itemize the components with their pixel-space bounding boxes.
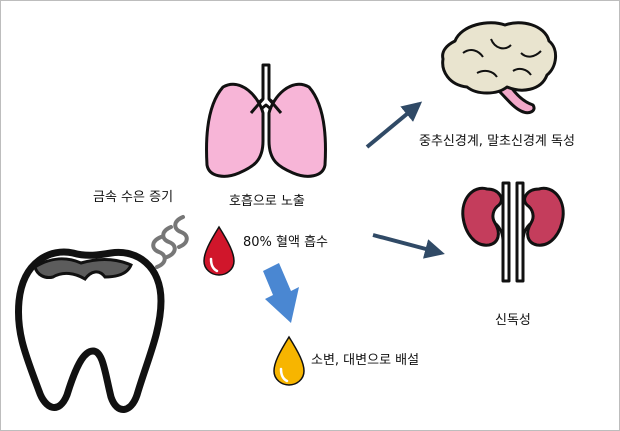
neurotoxicity-label: 중추신경계, 말초신경계 독성 bbox=[419, 134, 575, 149]
kidneys-icon bbox=[461, 181, 565, 283]
urine-drop-icon bbox=[273, 335, 305, 386]
brain-icon bbox=[441, 21, 557, 115]
vapor-icon bbox=[151, 215, 189, 269]
excretion-label: 소변, 대변으로 배설 bbox=[311, 353, 420, 368]
arrow-to-brain bbox=[365, 101, 423, 149]
inhalation-label: 호흡으로 노출 bbox=[229, 194, 305, 209]
arrow-to-excretion bbox=[263, 263, 299, 323]
arrow-to-kidneys bbox=[372, 233, 445, 259]
nephrotoxicity-label: 신독성 bbox=[495, 313, 531, 328]
amalgam-filling bbox=[33, 257, 133, 281]
mercury-vapor-label: 금속 수은 증기 bbox=[93, 190, 174, 205]
tooth-icon bbox=[14, 248, 165, 413]
blood-drop-icon bbox=[203, 225, 235, 276]
lungs-icon bbox=[205, 63, 327, 178]
blood-absorption-label: 80% 혈액 흡수 bbox=[243, 235, 328, 250]
